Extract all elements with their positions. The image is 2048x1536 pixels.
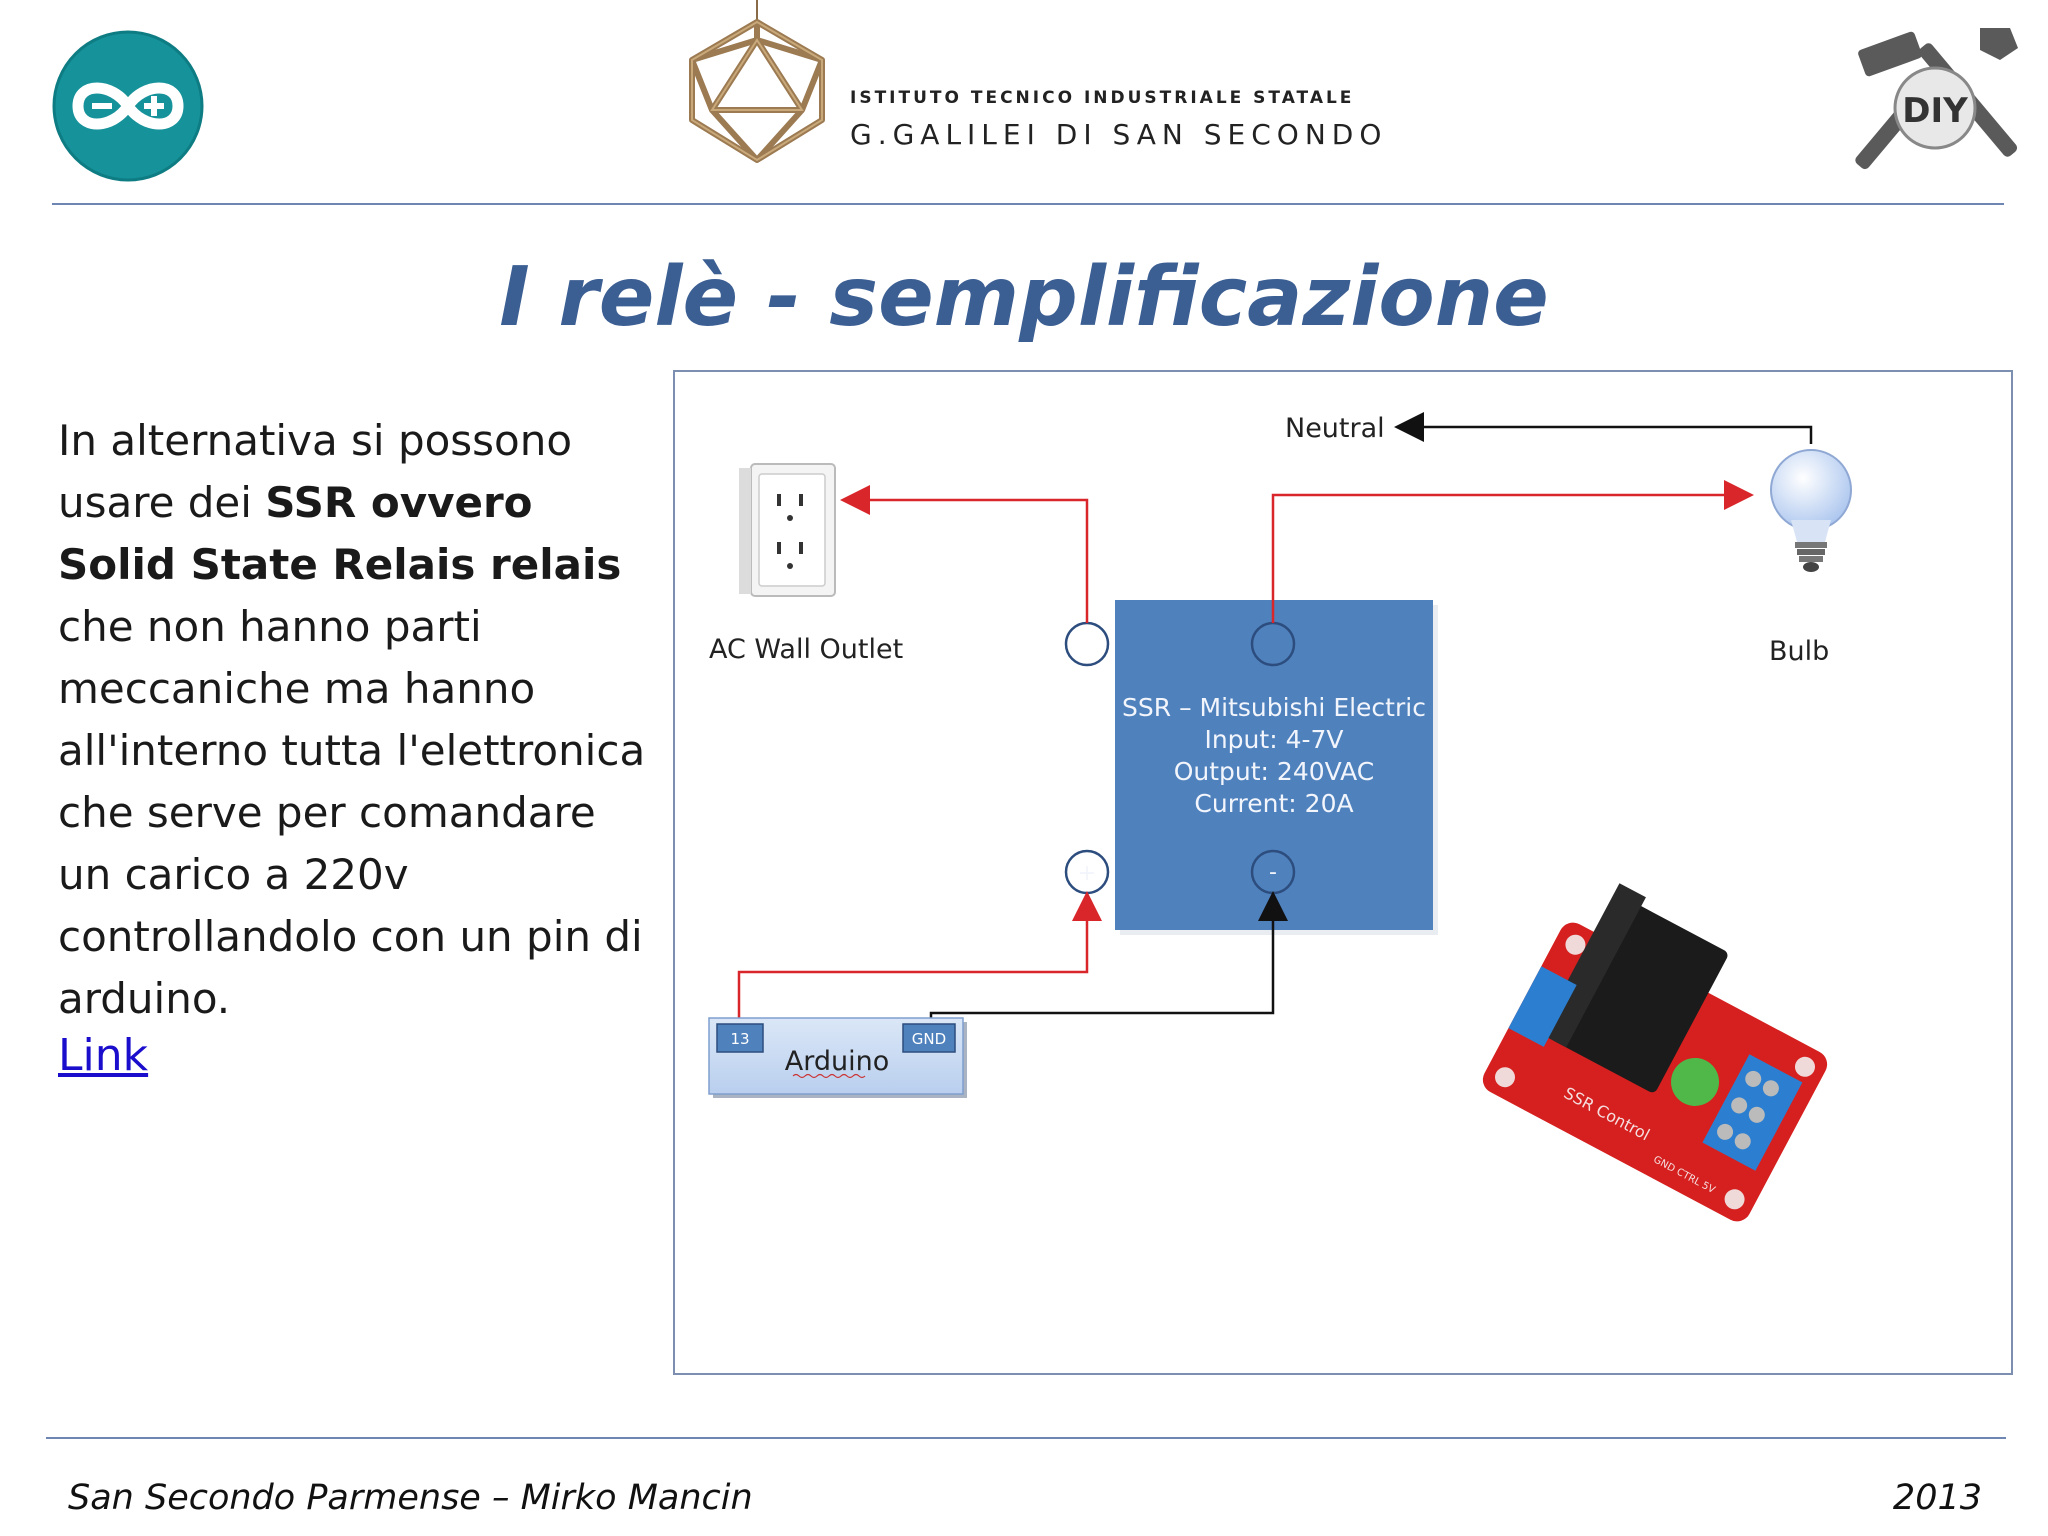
ssr-line-4: Current: 20A — [1194, 789, 1353, 818]
polyhedron-logo-icon — [672, 0, 842, 175]
body-text-bold: SSR ovvero Solid State Relais relais — [58, 478, 622, 589]
body-text-rest: che non hanno parti meccaniche ma hanno … — [58, 602, 646, 1023]
slide-title: I relè - semplificazione — [499, 250, 1549, 345]
footer-divider — [46, 1437, 2006, 1439]
header-divider — [52, 203, 2004, 205]
arduino-label: Arduino — [785, 1046, 889, 1077]
ssr-minus-label: - — [1269, 860, 1277, 885]
ssr-line-2: Input: 4-7V — [1204, 725, 1343, 754]
pin-13-label: 13 — [730, 1030, 749, 1048]
outlet-wire — [840, 485, 1089, 592]
body-text-intro: In alternativa si possono usare dei — [58, 416, 573, 527]
pin-13-box — [716, 1023, 764, 1053]
school-name-line1: Istituto Tecnico Industriale Statale — [850, 88, 1355, 108]
pin-gnd-label: GND — [912, 1030, 946, 1048]
bulb-label: Bulb — [1769, 636, 1829, 667]
bulb-wire — [1271, 480, 1754, 592]
link[interactable]: Link — [58, 1030, 149, 1081]
hammer-wrench-logo-icon: DIY — [1840, 20, 2030, 190]
footer-year: 2013 — [1892, 1478, 1982, 1518]
neutral-label: Neutral — [1285, 413, 1385, 444]
diy-logo-text: DIY — [1902, 91, 1968, 131]
control-wire-red — [737, 891, 1102, 1032]
neutral-wire — [1394, 412, 1813, 444]
pin-gnd-box — [902, 1023, 956, 1053]
arduino-logo-icon — [52, 30, 204, 182]
school-name-line2: G.GALILEI DI SAN SECONDO — [850, 118, 1388, 151]
ssr-line-3: Output: 240VAC — [1174, 757, 1375, 786]
wall-outlet-icon — [739, 463, 836, 597]
outlet-label: AC Wall Outlet — [709, 634, 903, 665]
ssr-box — [1115, 600, 1433, 930]
body-paragraph: In alternativa si possono usare dei SSR … — [58, 410, 648, 1030]
footer-author: San Secondo Parmense – Mirko Mancin — [68, 1478, 753, 1518]
ssr-wiring-diagram: Neutral AC Wall Outlet Bulb — [673, 370, 2013, 1375]
ssr-board-photo: SSR Control GND CTRL 5V — [1482, 883, 1828, 1222]
light-bulb-icon — [1770, 449, 1852, 572]
ssr-line-1: SSR – Mitsubishi Electric — [1122, 693, 1426, 722]
ssr-plus-label: + — [1078, 861, 1096, 886]
